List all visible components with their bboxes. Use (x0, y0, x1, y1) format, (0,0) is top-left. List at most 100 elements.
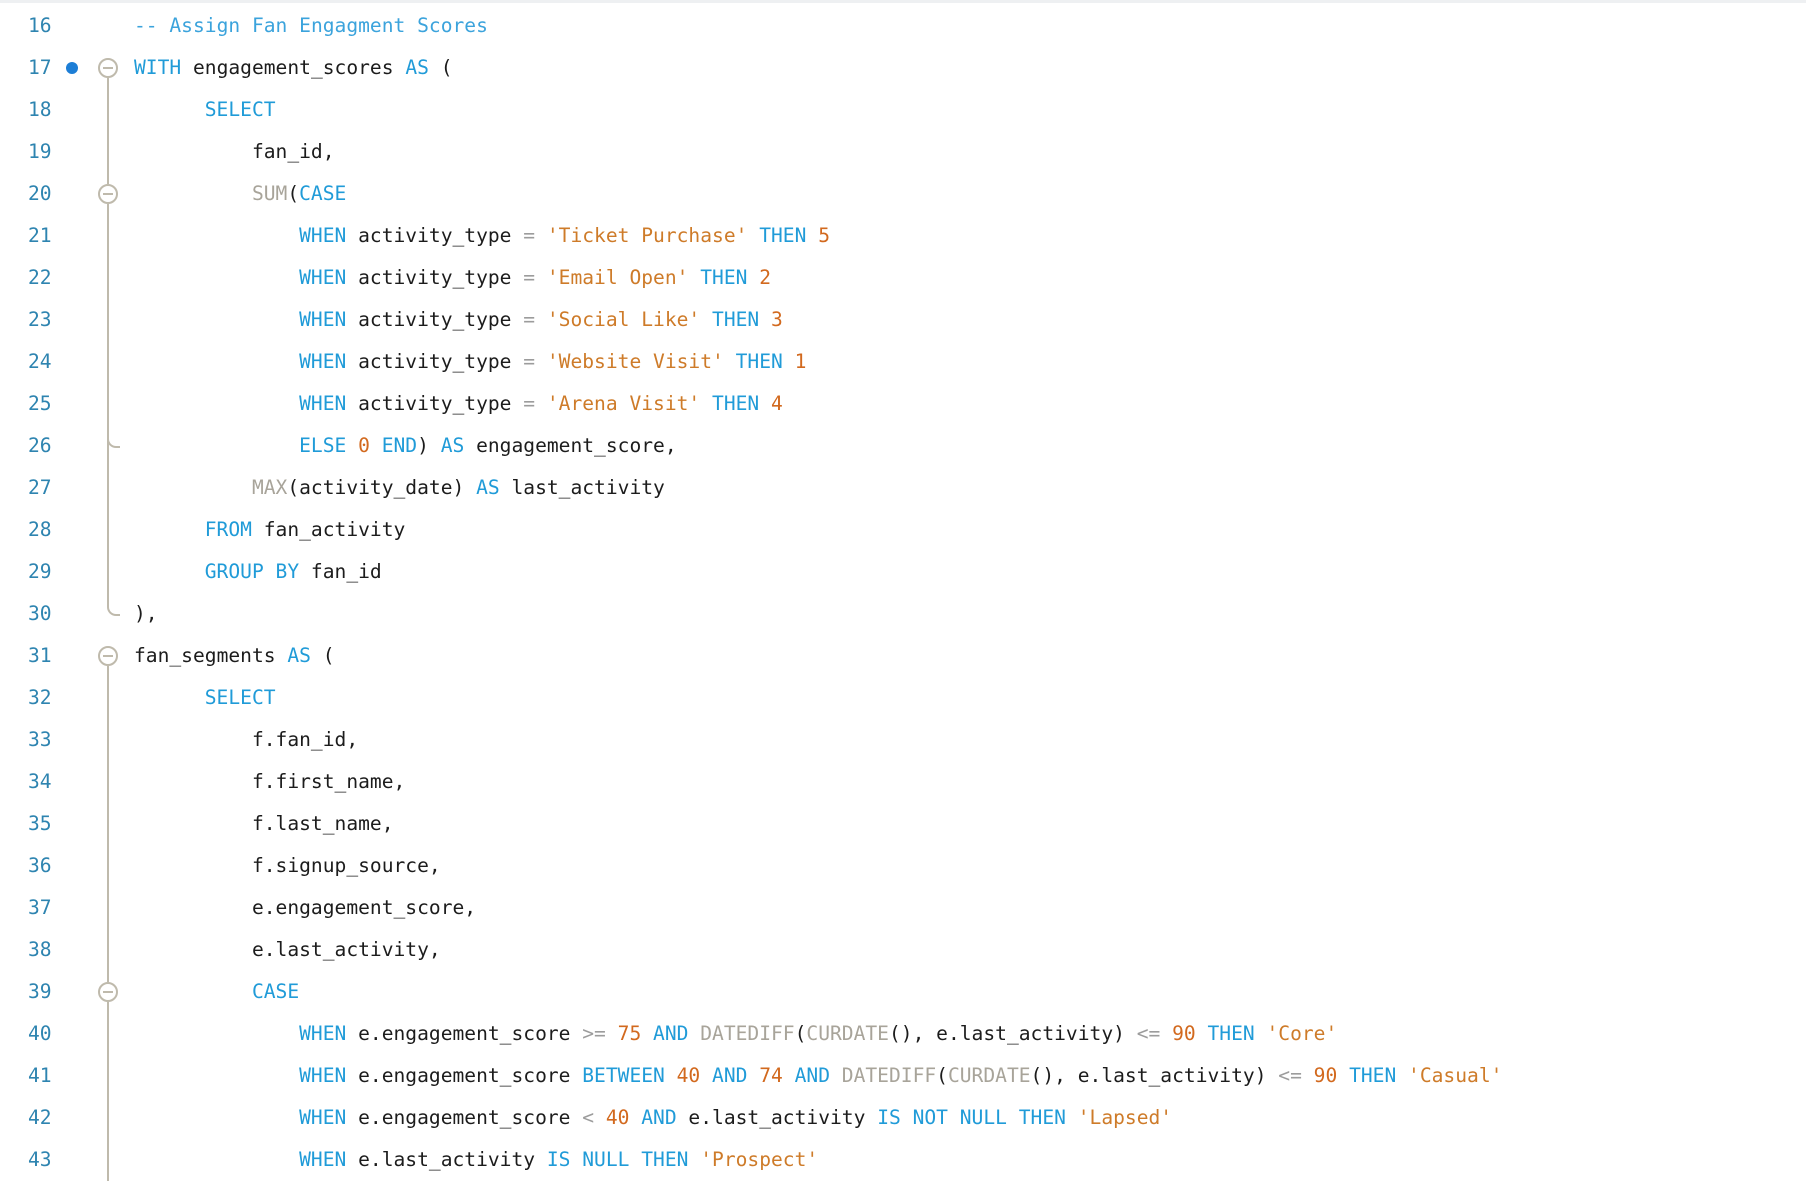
code-text[interactable]: e.last_activity, (134, 929, 441, 971)
breakpoint-gutter[interactable] (62, 677, 94, 719)
token-punctuation: (), (888, 1022, 937, 1045)
fold-guide-line (107, 551, 109, 593)
breakpoint-gutter[interactable] (62, 47, 94, 89)
breakpoint-gutter[interactable] (62, 1097, 94, 1139)
code-text[interactable]: WHEN activity_type = 'Ticket Purchase' T… (134, 215, 830, 257)
breakpoint-gutter[interactable] (62, 761, 94, 803)
breakpoint-gutter[interactable] (62, 635, 94, 677)
breakpoint-gutter[interactable] (62, 929, 94, 971)
breakpoint-icon[interactable] (66, 62, 78, 74)
code-text[interactable]: MAX(activity_date) AS last_activity (134, 467, 665, 509)
breakpoint-gutter[interactable] (62, 1139, 94, 1181)
code-text[interactable]: fan_segments AS ( (134, 635, 335, 677)
fold-gutter[interactable] (94, 47, 134, 89)
code-text[interactable]: WITH engagement_scores AS ( (134, 47, 453, 89)
fold-collapse-icon[interactable] (98, 58, 118, 78)
fold-collapse-icon[interactable] (98, 646, 118, 666)
code-text[interactable]: e.engagement_score, (134, 887, 476, 929)
breakpoint-gutter[interactable] (62, 509, 94, 551)
breakpoint-gutter[interactable] (62, 5, 94, 47)
breakpoint-gutter[interactable] (62, 383, 94, 425)
code-text[interactable]: fan_id, (134, 131, 335, 173)
code-text[interactable]: WHEN e.engagement_score BETWEEN 40 AND 7… (134, 1055, 1502, 1097)
token-identifier (830, 1064, 842, 1087)
breakpoint-gutter[interactable] (62, 1013, 94, 1055)
code-text[interactable]: f.signup_source, (134, 845, 441, 887)
breakpoint-gutter[interactable] (62, 887, 94, 929)
code-line[interactable]: 30), (0, 593, 1806, 635)
breakpoint-gutter[interactable] (62, 845, 94, 887)
breakpoint-gutter[interactable] (62, 131, 94, 173)
code-text[interactable]: SELECT (134, 677, 276, 719)
fold-gutter[interactable] (94, 635, 134, 677)
code-text[interactable]: ), (134, 593, 158, 635)
code-text[interactable]: ELSE 0 END) AS engagement_score, (134, 425, 677, 467)
breakpoint-gutter[interactable] (62, 803, 94, 845)
code-text[interactable]: SUM(CASE (134, 173, 346, 215)
breakpoint-gutter[interactable] (62, 719, 94, 761)
breakpoint-gutter[interactable] (62, 467, 94, 509)
code-text[interactable]: WHEN e.engagement_score < 40 AND e.last_… (134, 1097, 1172, 1139)
code-text[interactable]: f.first_name, (134, 761, 405, 803)
code-text[interactable]: GROUP BY fan_id (134, 551, 382, 593)
fold-collapse-icon[interactable] (98, 982, 118, 1002)
breakpoint-gutter[interactable] (62, 89, 94, 131)
breakpoint-gutter[interactable] (62, 1055, 94, 1097)
fold-gutter[interactable] (94, 971, 134, 1013)
code-text[interactable]: WHEN activity_type = 'Social Like' THEN … (134, 299, 783, 341)
fold-gutter[interactable] (94, 173, 134, 215)
code-text[interactable]: SELECT (134, 89, 276, 131)
breakpoint-gutter[interactable] (62, 299, 94, 341)
code-text[interactable]: FROM fan_activity (134, 509, 406, 551)
code-text[interactable]: f.fan_id, (134, 719, 358, 761)
token-keyword: THEN (712, 392, 760, 415)
breakpoint-gutter[interactable] (62, 425, 94, 467)
breakpoint-gutter[interactable] (62, 593, 94, 635)
token-function: CURDATE (947, 1064, 1031, 1087)
breakpoint-gutter[interactable] (62, 215, 94, 257)
code-text[interactable]: WHEN e.engagement_score >= 75 AND DATEDI… (134, 1013, 1337, 1055)
code-text[interactable]: f.last_name, (134, 803, 394, 845)
code-text[interactable]: WHEN e.last_activity IS NULL THEN 'Prosp… (134, 1139, 818, 1181)
code-line[interactable]: 16-- Assign Fan Engagment Scores (0, 5, 1806, 47)
code-text[interactable]: WHEN activity_type = 'Arena Visit' THEN … (134, 383, 783, 425)
breakpoint-gutter[interactable] (62, 257, 94, 299)
fold-collapse-icon[interactable] (98, 184, 118, 204)
breakpoint-gutter[interactable] (62, 551, 94, 593)
code-text[interactable]: WHEN activity_type = 'Website Visit' THE… (134, 341, 806, 383)
token-operator: = (523, 392, 536, 415)
breakpoint-gutter[interactable] (62, 173, 94, 215)
code-text[interactable]: WHEN activity_type = 'Email Open' THEN 2 (134, 257, 771, 299)
code-text[interactable]: -- Assign Fan Engagment Scores (134, 5, 488, 47)
breakpoint-gutter[interactable] (62, 971, 94, 1013)
code-text[interactable]: CASE (134, 971, 299, 1013)
breakpoint-gutter[interactable] (62, 341, 94, 383)
